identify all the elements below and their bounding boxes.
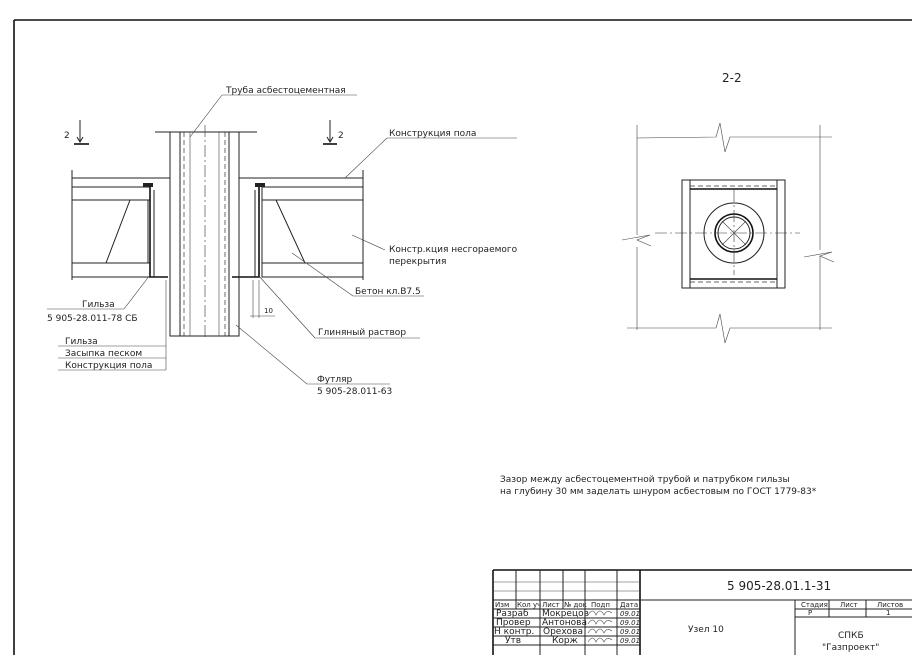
plan-view-2-2: 2-2 [621,71,835,344]
section-mark-right: 2 [323,120,344,145]
label-sleeve-code: 5 905-28.011-78 СБ [47,314,138,324]
layers-legend: Гильза Засыпка песком Конструкция пола [58,280,167,371]
svg-text:Н контр.: Н контр. [494,627,534,637]
svg-text:Лист: Лист [840,601,858,609]
svg-text:09.01: 09.01 [620,610,640,618]
svg-text:Орехова: Орехова [543,627,583,637]
organization: СПКБ [838,631,864,641]
case-wall-left [169,131,181,337]
case-wall-right [228,131,240,337]
organization-name: "Газпроект" [822,643,879,653]
item-name: Узел 10 [688,625,724,635]
signature-row: Разраб Мокрецов 09.01 [496,609,640,619]
svg-text:Изм: Изм [495,601,509,609]
title-block: Изм Кол уч Лист № док Подп Дата Разраб М… [492,569,912,655]
svg-text:Утв: Утв [505,636,521,646]
svg-text:1: 1 [886,609,890,617]
note-line-1: Зазор между асбестоцементной трубой и па… [500,475,790,485]
svg-text:Мокрецов: Мокрецов [542,609,589,619]
label-slab-2: перекрытия [389,257,446,267]
svg-text:№ док: № док [564,601,587,609]
svg-text:Лист: Лист [542,601,560,609]
svg-text:Подп: Подп [591,601,610,609]
section-title: 2-2 [722,71,742,85]
svg-text:2: 2 [64,131,70,141]
svg-text:09.01: 09.01 [620,637,640,645]
svg-text:Антонова: Антонова [542,618,587,628]
svg-text:Дата: Дата [620,601,638,609]
concrete-fill-left [105,199,149,264]
svg-text:10: 10 [264,307,273,315]
note-line-2: на глубину 30 мм заделать шнуром асбесто… [500,487,817,497]
label-case: Футляр [317,375,352,385]
svg-text:Разраб: Разраб [496,609,529,619]
svg-text:Кол уч: Кол уч [517,601,541,609]
label-slab: Констр.кция несгораемого [389,245,518,255]
label-concrete: Бетон кл.В7.5 [355,287,421,297]
label-floor: Конструкция пола [389,129,476,139]
svg-text:Конструкция пола: Конструкция пола [65,361,152,371]
svg-text:Стадия: Стадия [801,601,828,609]
svg-text:Листов: Листов [877,601,903,609]
svg-text:Засыпка песком: Засыпка песком [65,349,142,359]
document-code: 5 905-28.01.1-31 [727,579,831,593]
svg-text:Р: Р [808,609,812,617]
label-sleeve: Гильза [82,300,115,310]
concrete-fill-right [261,199,306,264]
signature-row: Провер Антонова 09.01 [496,618,640,628]
svg-text:2: 2 [338,131,344,141]
label-pipe: Труба асбестоцементная [225,86,346,96]
section-view: 2 2 Труба асбестоцементная Конструкция п… [47,86,518,397]
svg-text:Провер: Провер [496,618,531,628]
label-clay: Глиняный раствор [318,328,406,338]
svg-text:Гильза: Гильза [65,337,98,347]
signature-row: Н контр. Орехова 09.01 [494,627,640,637]
sleeve-left [149,186,168,278]
label-case-code: 5 905-28.011-63 [317,387,392,397]
svg-text:09.01: 09.01 [620,628,640,636]
signature-row: Утв Корж 09.01 [505,636,640,646]
sleeve-right [232,186,260,278]
svg-text:Корж: Корж [552,636,578,646]
svg-text:09.01: 09.01 [620,619,640,627]
section-mark-left: 2 [64,120,89,145]
sheet-frame [13,19,912,655]
dimension-10: 10 [250,280,275,318]
